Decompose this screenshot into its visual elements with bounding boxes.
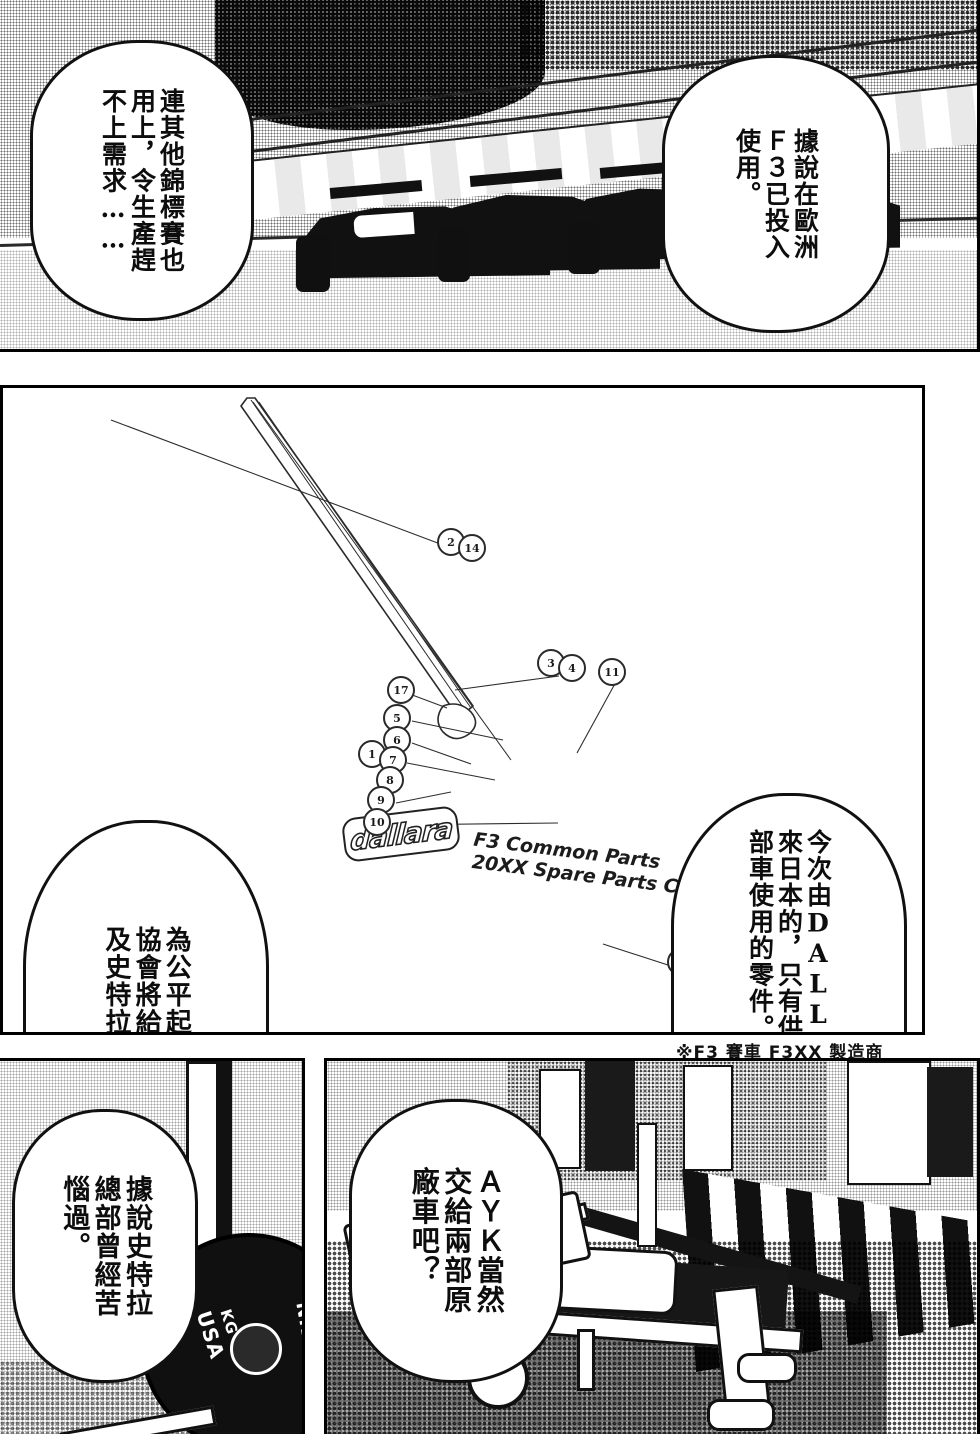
lifter-shoe-rear xyxy=(737,1353,797,1383)
panel-gym-weight-plate: USA KG NKO 據說史特拉 總部曾經苦 惱過。 xyxy=(0,1058,305,1434)
bench-leg-rear xyxy=(577,1329,595,1391)
trees-crowd xyxy=(215,0,545,130)
panel-starting-grid: 連其他錦標賽也 用上，令生產趕 不上需求…… 據說在歐洲 Ｆ３已投入 使用。 xyxy=(0,0,980,352)
balloon-other-championships-text: 連其他錦標賽也 用上，令生產趕 不上需求…… xyxy=(98,87,186,274)
machine-upright-shadow xyxy=(216,1061,232,1276)
callout-leader-lines xyxy=(72,419,672,967)
panel-gym-bench-press: ＡＹＫ當然 交給兩部原 廠車吧？ xyxy=(324,1058,980,1434)
callout-4: 4 xyxy=(558,654,586,682)
callout-10: 10 xyxy=(363,808,391,836)
incline-frame-post xyxy=(637,1123,657,1247)
callout-11: 11 xyxy=(598,658,626,686)
tyre-3 xyxy=(568,222,600,274)
balloon-europe-f3-text: 據說在歐洲 Ｆ３已投入 使用。 xyxy=(732,127,820,261)
balloon-stella-hq-troubled: 據說史特拉 總部曾經苦 惱過。 xyxy=(12,1109,198,1383)
gym-machine-5 xyxy=(927,1067,973,1177)
tyre-2 xyxy=(438,228,470,282)
balloon-dallara-shipment-text: 今次由DALLARA送 來日本的，只有供四 部車使用的零件。 xyxy=(745,828,833,1035)
balloon-other-championships: 連其他錦標賽也 用上，令生產趕 不上需求…… xyxy=(30,40,254,321)
callout-14: 14 xyxy=(458,534,486,562)
balloon-dallara-shipment: 今次由DALLARA送 來日本的，只有供四 部車使用的零件。 xyxy=(671,793,907,1035)
lifter-shoe-front xyxy=(707,1399,775,1431)
balloon-ayk-two-cars: ＡＹＫ當然 交給兩部原 廠車吧？ xyxy=(349,1099,563,1383)
suspension-technical-drawing xyxy=(240,397,512,761)
gym-machine-4 xyxy=(847,1061,931,1185)
balloon-fairness-ayk-text: 為公平起見，Ｆ３ 協會將給予ＡＹＫ 及史特拉各兩部。 xyxy=(101,926,191,1033)
balloon-stella-hq-troubled-text: 據說史特拉 總部曾經苦 惱過。 xyxy=(58,1174,152,1318)
balloon-ayk-two-cars-text: ＡＹＫ當然 交給兩部原 廠車吧？ xyxy=(407,1167,506,1315)
nose-cone-highlight xyxy=(351,209,417,241)
callout-17: 17 xyxy=(387,676,415,704)
gym-machine-2 xyxy=(585,1061,635,1171)
panel-parts-catalog: dallara F3 Common Parts 20XX Spare Parts… xyxy=(0,385,925,1035)
gym-machine-3 xyxy=(683,1065,733,1171)
balloon-europe-f3: 據說在歐洲 Ｆ３已投入 使用。 xyxy=(662,55,890,333)
weight-plate-hub xyxy=(230,1323,282,1375)
tyre-1 xyxy=(296,236,330,292)
